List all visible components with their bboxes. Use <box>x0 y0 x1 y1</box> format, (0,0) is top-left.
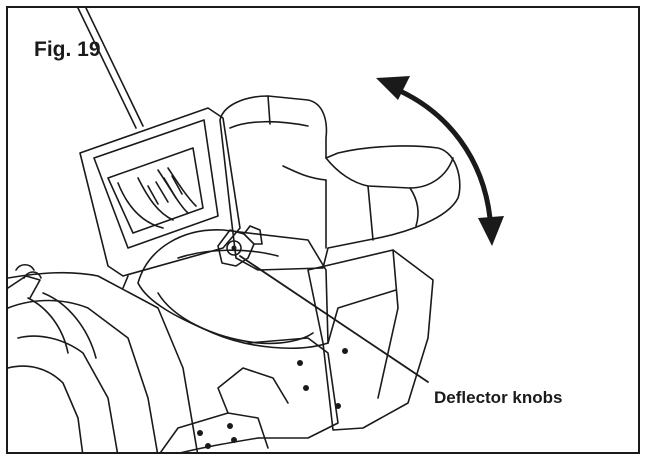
rear-housing <box>159 249 434 452</box>
snow-thrower-illustration <box>8 8 504 452</box>
bolt-holes <box>197 348 348 449</box>
callout-label: Deflector knobs <box>434 388 563 407</box>
rotation-arrow-icon <box>376 76 504 246</box>
figure-frame: Fig. 19 Deflector knobs <box>6 6 640 454</box>
motor-cowl <box>79 107 241 289</box>
auger-housing <box>8 263 199 452</box>
deflector-chute <box>219 95 461 271</box>
handle-bar <box>77 8 144 129</box>
deflector-knob <box>217 225 263 267</box>
figure-title: Fig. 19 <box>34 38 101 61</box>
callout-leader-line <box>239 255 429 383</box>
